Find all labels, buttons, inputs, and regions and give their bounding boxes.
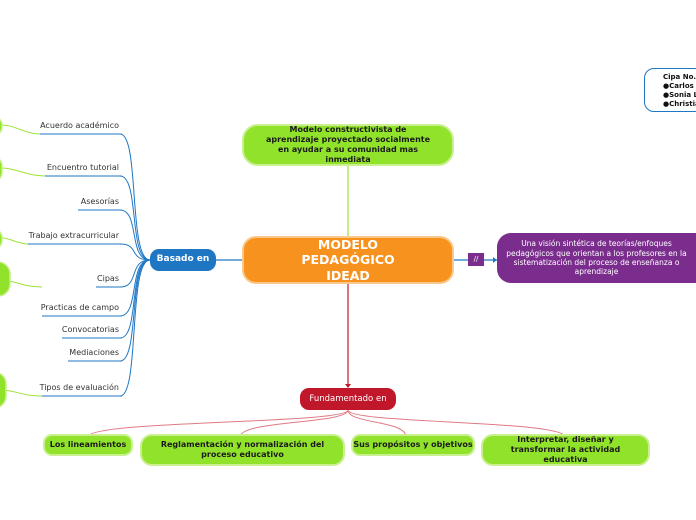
left-green-stubs [1, 124, 46, 397]
list-item[interactable]: Acuerdo académico [40, 121, 119, 130]
note-member: ●Christia [663, 100, 696, 109]
basado-branches [28, 133, 151, 397]
top-node[interactable]: Modelo constructivista de aprendizaje pr… [242, 124, 454, 166]
note-box[interactable]: Cipa No. ●Carlos A ●Sonia L ●Christia [644, 68, 696, 112]
arrow-fundamentado [345, 384, 351, 388]
central-topic-text: MODELO PEDAGÓGICO IDEAD [301, 236, 395, 283]
fundamentado-item-propositos[interactable]: Sus propósitos y objetivos [351, 434, 475, 456]
list-item[interactable]: Practicas de campo [40, 303, 119, 312]
note-member: ●Carlos A [663, 82, 696, 91]
list-item[interactable]: Cipas [97, 274, 119, 283]
fundamentado-item-interpretar[interactable]: Interpretar, diseñar y transformar la ac… [481, 434, 650, 466]
basado-en-label: Basado en [156, 254, 210, 265]
list-item[interactable]: Asesorías [80, 197, 119, 206]
list-item[interactable]: Trabajo extracurricular [28, 231, 119, 240]
relationship-marker-text: // [473, 255, 479, 264]
list-item[interactable]: Convocatorias [61, 325, 119, 334]
arrow-right [493, 257, 497, 263]
top-node-text: Modelo constructivista de aprendizaje pr… [265, 125, 431, 164]
right-node[interactable]: Una visión sintética de teorías/enfoques… [497, 233, 696, 283]
central-topic[interactable]: MODELO PEDAGÓGICO IDEAD [242, 236, 454, 284]
fundamentado-branches [87, 409, 566, 438]
list-item[interactable]: Mediaciones [69, 348, 119, 357]
relationship-marker[interactable]: // [468, 253, 484, 266]
fundamentado-item-reglamentacion[interactable]: Reglamentación y normalización del proce… [140, 434, 345, 466]
fundamentado-item-lineamientos[interactable]: Los lineamientos [43, 434, 133, 456]
fundamentado-en-label: Fundamentado en [309, 393, 387, 404]
list-item[interactable]: Encuentro tutorial [46, 163, 119, 172]
right-node-text: Una visión sintética de teorías/enfoques… [506, 239, 687, 277]
note-title: Cipa No. [663, 73, 696, 81]
list-item[interactable]: Tipos de evaluación [39, 383, 119, 392]
fundamentado-en-node[interactable]: Fundamentado en [300, 388, 396, 410]
basado-en-node[interactable]: Basado en [150, 249, 216, 271]
note-member: ●Sonia L [663, 91, 696, 100]
left-green-nodes [0, 118, 11, 408]
